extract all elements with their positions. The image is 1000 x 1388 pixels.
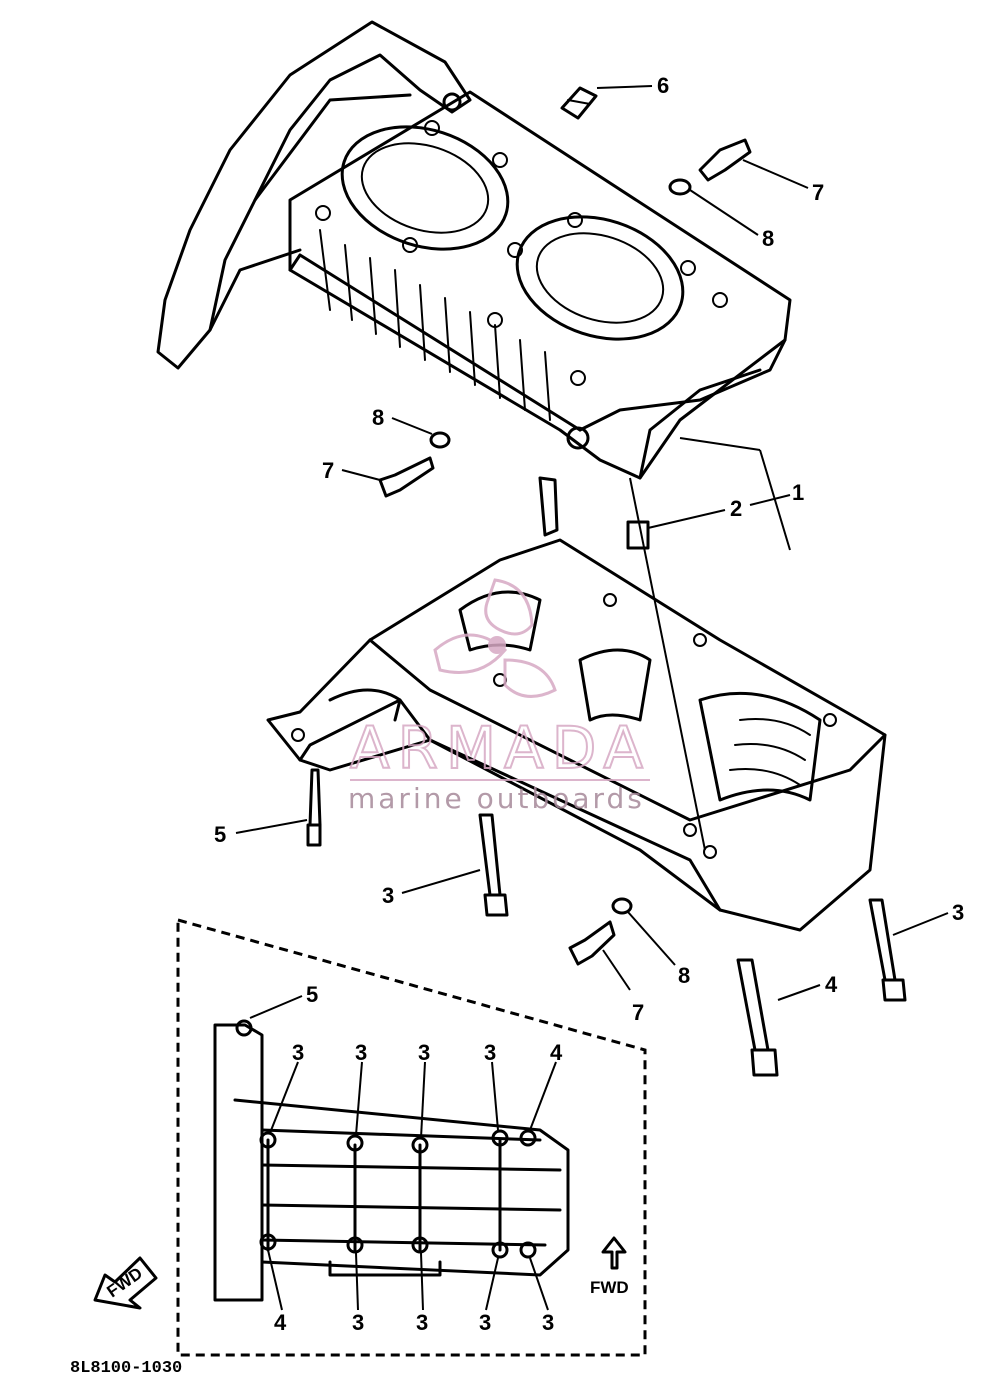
- callout-4-inset-top: 4: [550, 1040, 563, 1065]
- callout-3-inset-1: 3: [292, 1040, 304, 1065]
- lower-crankcase-half: [266, 476, 887, 932]
- callout-3-inset-8: 3: [542, 1310, 554, 1335]
- callout-7-bottom: 7: [632, 1000, 644, 1025]
- watermark-brand: ARMADA: [350, 714, 651, 782]
- callout-4-right: 4: [825, 972, 838, 997]
- armada-watermark: ARMADA marine outboards: [348, 578, 651, 815]
- callout-7-top: 7: [812, 180, 824, 205]
- callout-5-left: 5: [214, 822, 226, 847]
- fasteners: [306, 86, 907, 1077]
- callout-3-right: 3: [952, 900, 964, 925]
- callout-6: 6: [657, 73, 669, 98]
- leader-lines: [235, 85, 949, 1311]
- armada-logo-icon: [433, 578, 557, 698]
- fwd-label: FWD: [590, 1278, 629, 1297]
- callout-3-inset-4: 3: [484, 1040, 496, 1065]
- watermark-tagline: marine outboards: [348, 782, 645, 815]
- callout-3-inset-2: 3: [355, 1040, 367, 1065]
- bottom-view-inset: [176, 918, 647, 1357]
- callout-numbers: 6 7 8 8 7 2 1 5 3 3 4 8 7 5 3 3 3 3 4 4 …: [214, 73, 964, 1335]
- callout-3-inset-5: 3: [352, 1310, 364, 1335]
- upper-crankcase-half: [156, 20, 792, 480]
- callout-4-inset-bottom: 4: [274, 1310, 287, 1335]
- callout-8-bottom: 8: [678, 963, 690, 988]
- inset-border: [176, 918, 647, 1357]
- callout-3-inset-3: 3: [418, 1040, 430, 1065]
- callout-7-middle: 7: [322, 458, 334, 483]
- callout-3-inset-6: 3: [416, 1310, 428, 1335]
- callout-8-top: 8: [762, 226, 774, 251]
- fwd-arrow-diagonal-icon: FWD: [93, 1256, 158, 1310]
- drawing-code: 8L8100-1030: [70, 1359, 182, 1378]
- fwd-arrow-up-icon: [601, 1236, 627, 1270]
- fwd-label-diagonal: FWD: [103, 1264, 146, 1302]
- callout-2: 2: [730, 496, 742, 521]
- callout-1: 1: [792, 480, 804, 505]
- callout-8-middle: 8: [372, 405, 384, 430]
- callout-3-center: 3: [382, 883, 394, 908]
- callout-5-inset: 5: [306, 982, 318, 1007]
- callout-3-inset-7: 3: [479, 1310, 491, 1335]
